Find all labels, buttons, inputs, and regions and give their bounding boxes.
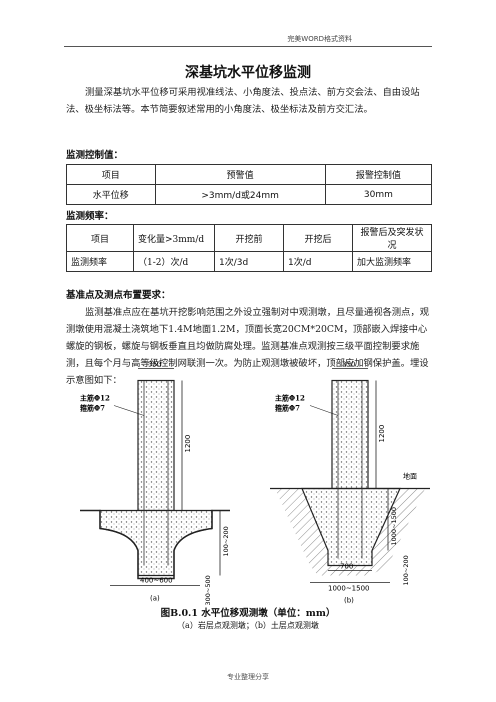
- table-header-cell: 变化量>3mm/d: [133, 224, 215, 252]
- pier-a-rebar-main: 主筋Φ12: [80, 394, 110, 403]
- table-header-cell: 开挖后: [283, 224, 353, 252]
- freq-heading: 监测频率：: [66, 211, 114, 222]
- table-row: 监测频率 （1-2）次/d 1次/3d 1次/d 加大监测频率: [66, 251, 432, 272]
- pier-b-label: (b): [344, 597, 354, 605]
- pier-a-rebar-stirrup: 箍筋Φ7: [80, 404, 105, 413]
- pier-b-ground-label: 地面: [403, 472, 417, 481]
- pier-b-rebar-stirrup: 箍筋Φ7: [275, 404, 300, 413]
- frequency-table: 项目 变化量>3mm/d 开挖前 开挖后 报警后及突发状况 监测频率 （1-2）…: [66, 224, 432, 272]
- table-row: 项目 预警值 报警控制值: [66, 164, 433, 185]
- pier-b-height: 1200: [378, 425, 386, 443]
- pier-b: 350 1200 地面 1000~1500 100~200 700 1000~1…: [270, 361, 430, 605]
- header-text: 完美WORD格式资料: [287, 35, 352, 43]
- table-header-cell: 报警控制值: [324, 164, 433, 185]
- points-heading: 基准点及测点布置要求：: [66, 290, 171, 301]
- pier-a-base-height: 100~200: [222, 526, 230, 556]
- pier-a-base: [99, 509, 213, 577]
- table-cell: 监测频率: [66, 251, 134, 272]
- pier-a-height: 1200: [184, 435, 192, 453]
- table-row: 水平位移 >3mm/d或24mm 30mm: [66, 184, 433, 205]
- control-heading: 监测控制值：: [66, 150, 124, 161]
- figure-subcaption: （a）岩层点观测墩；（b）土层点观测墩: [177, 621, 319, 630]
- table-cell: 1次/d: [283, 251, 353, 272]
- page-header: 完美WORD格式资料: [64, 34, 432, 47]
- pier-a-rock-line: [80, 509, 230, 580]
- pier-b-depth: 1000~1500: [390, 507, 398, 546]
- table-header-cell: 开挖前: [214, 224, 284, 252]
- points-paragraph: 监测基准点应在基坑开挖影响范围之外设立强制对中观测墩，且尽量通视各测点，观测墩使…: [66, 307, 429, 386]
- table-cell: 加大监测频率: [352, 251, 432, 272]
- table-cell: >3mm/d或24mm: [154, 184, 326, 205]
- document-title: 深基坑水平位移监测: [185, 65, 311, 81]
- table-cell: 1次/3d: [214, 251, 284, 272]
- pier-a: 350 1200 100~200 300~500 400~600 主筋Φ12 箍…: [80, 361, 230, 606]
- pier-b-column: [331, 379, 369, 500]
- pier-a-top-width: 350: [148, 361, 161, 369]
- table-cell: 水平位移: [66, 184, 156, 205]
- page-footer: 专业整理分享: [227, 673, 269, 681]
- figure-caption: 图B.0.1 水平位移观测墩（单位：mm）: [160, 608, 336, 619]
- pier-a-base-width: 400~600: [140, 577, 173, 585]
- pier-b-base-width-inner: 700: [340, 563, 353, 571]
- pier-b-rebar-main: 主筋Φ12: [275, 394, 305, 403]
- table-header-cell: 项目: [66, 224, 134, 252]
- table-row: 项目 变化量>3mm/d 开挖前 开挖后 报警后及突发状况: [66, 224, 432, 252]
- pier-a-column: [137, 379, 175, 512]
- table-header-cell: 报警后及突发状况: [352, 224, 432, 252]
- pier-b-top-width: 350: [342, 361, 355, 369]
- pier-a-foot-height: 300~500: [204, 575, 212, 605]
- pier-b-base-width-outer: 1000~1500: [328, 585, 370, 593]
- table-header-cell: 预警值: [154, 164, 326, 185]
- table-cell: （1-2）次/d: [133, 251, 215, 272]
- pier-b-base-height: 100~200: [402, 555, 410, 585]
- observation-pier-diagram: 350 1200 100~200 300~500 400~600 主筋Φ12 箍…: [80, 361, 430, 606]
- table-cell: 30mm: [324, 184, 433, 205]
- table-header-cell: 项目: [66, 164, 156, 185]
- pier-a-label: (a): [150, 595, 160, 603]
- intro-paragraph: 测量深基坑水平位移可采用视准线法、小角度法、投点法、前方交会法、自由设站法、极坐…: [66, 87, 420, 115]
- control-table: 项目 预警值 报警控制值 水平位移 >3mm/d或24mm 30mm: [66, 164, 433, 205]
